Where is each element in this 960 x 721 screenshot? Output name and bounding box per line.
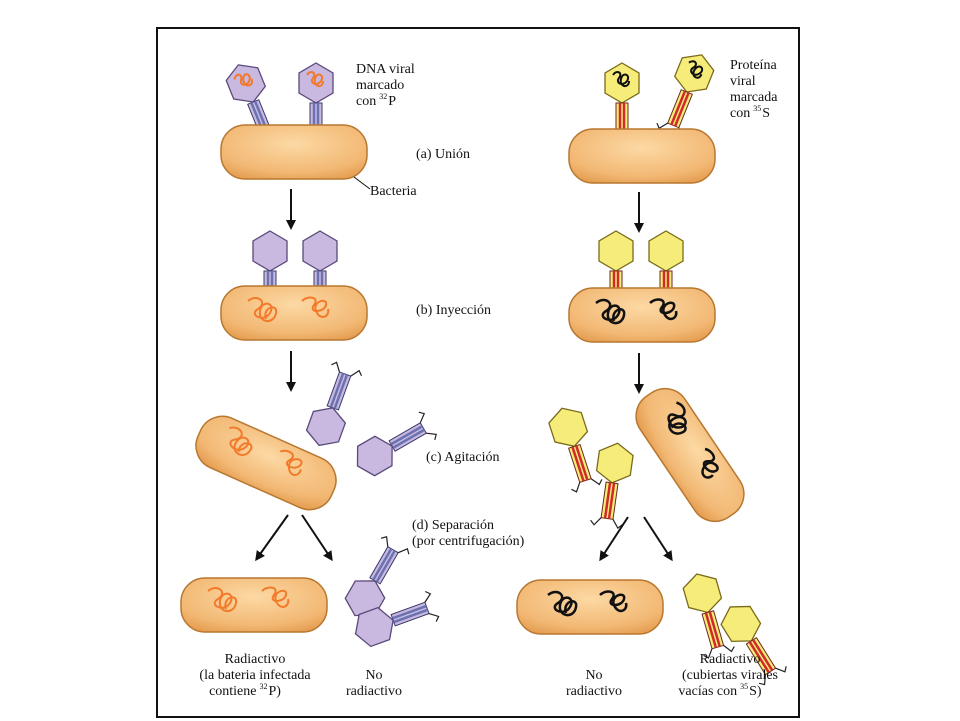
bacterium-a-left [220,124,368,180]
arrow-right-d1 [599,516,629,562]
step-d-label: (d) Separación(por centrifugación) [412,518,525,549]
bacteria-label: Bacteria [370,184,417,199]
bacterium-c-right [626,378,754,532]
step-c-label: (c) Agitación [426,450,499,465]
bacterium-a-right [568,128,716,184]
row-c-right [544,378,754,532]
step-b-label: (b) Inyección [416,303,491,318]
phage-p-sheared-1 [301,359,366,453]
bacterium-b-left [220,285,368,341]
bacterium-d-right [516,579,664,635]
bacterium-d-left [180,577,328,633]
bacteria-pointer [353,176,371,190]
bacterium-b-right [568,287,716,343]
phage-s-sheared-1 [544,401,606,495]
row-c-left [187,359,440,519]
step-a-label: (a) Unión [416,147,470,162]
row-a-right [568,49,718,184]
phage-s-free [655,49,718,140]
row-b-left [220,229,368,341]
row-a-left [220,59,371,190]
row-d-left [180,533,442,652]
arrow-left-d2 [301,514,333,562]
row-b-right [568,229,716,343]
phage-p-sheared-2 [347,408,440,482]
phage-s-sheared-2 [587,439,636,531]
arrow-right-d2 [643,516,673,562]
arrow-left-d1 [255,514,289,562]
